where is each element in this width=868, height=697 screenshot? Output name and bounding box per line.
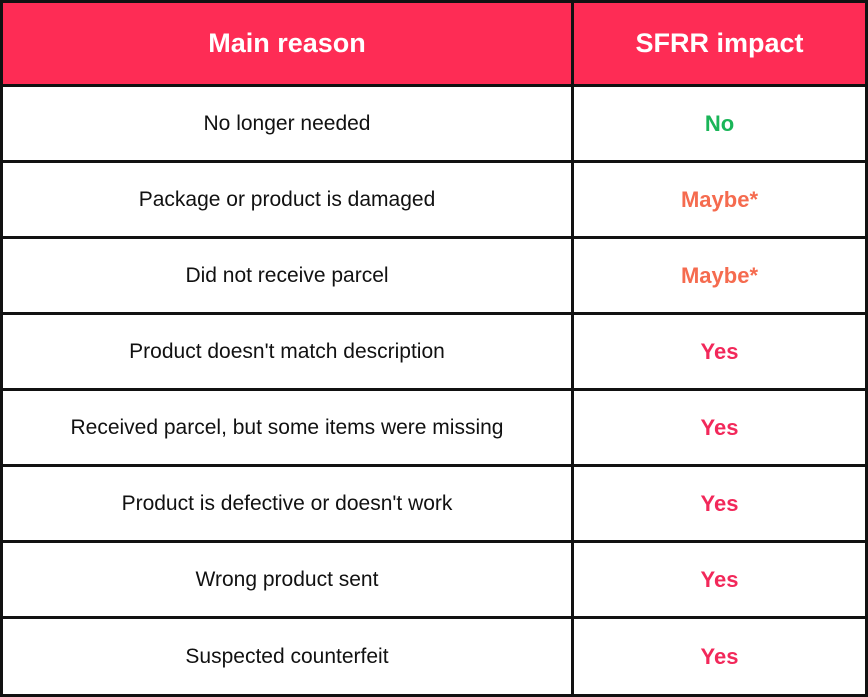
reason-cell: No longer needed [3, 87, 574, 160]
impact-cell: Yes [700, 338, 739, 364]
impact-cell: Yes [700, 414, 739, 440]
reason-cell: Did not receive parcel [3, 239, 574, 312]
reason-cell: Suspected counterfeit [3, 619, 574, 695]
reason-cell: Received parcel, but some items were mis… [3, 391, 574, 464]
impact-cell: Maybe* [680, 262, 759, 288]
header-main-reason: Main reason [3, 3, 574, 84]
table-row: Did not receive parcel Maybe* [3, 239, 865, 315]
impact-cell: Yes [700, 566, 739, 592]
impact-cell: No [704, 110, 735, 136]
table-row: Received parcel, but some items were mis… [3, 391, 865, 467]
impact-cell: Maybe* [680, 186, 759, 212]
reason-cell: Package or product is damaged [3, 163, 574, 236]
table-row: Product doesn't match description Yes [3, 315, 865, 391]
table-header-row: Main reason SFRR impact [3, 3, 865, 87]
table-row: Package or product is damaged Maybe* [3, 163, 865, 239]
impact-cell: Yes [700, 644, 739, 669]
table-row: Product is defective or doesn't work Yes [3, 467, 865, 543]
header-sfrr-impact: SFRR impact [635, 28, 804, 58]
table-row: Wrong product sent Yes [3, 543, 865, 619]
table-row: No longer needed No [3, 87, 865, 163]
impact-cell: Yes [700, 490, 739, 516]
reason-cell: Product doesn't match description [3, 315, 574, 388]
table-row: Suspected counterfeit Yes [3, 619, 865, 695]
reason-cell: Wrong product sent [3, 543, 574, 616]
reason-cell: Product is defective or doesn't work [3, 467, 574, 540]
